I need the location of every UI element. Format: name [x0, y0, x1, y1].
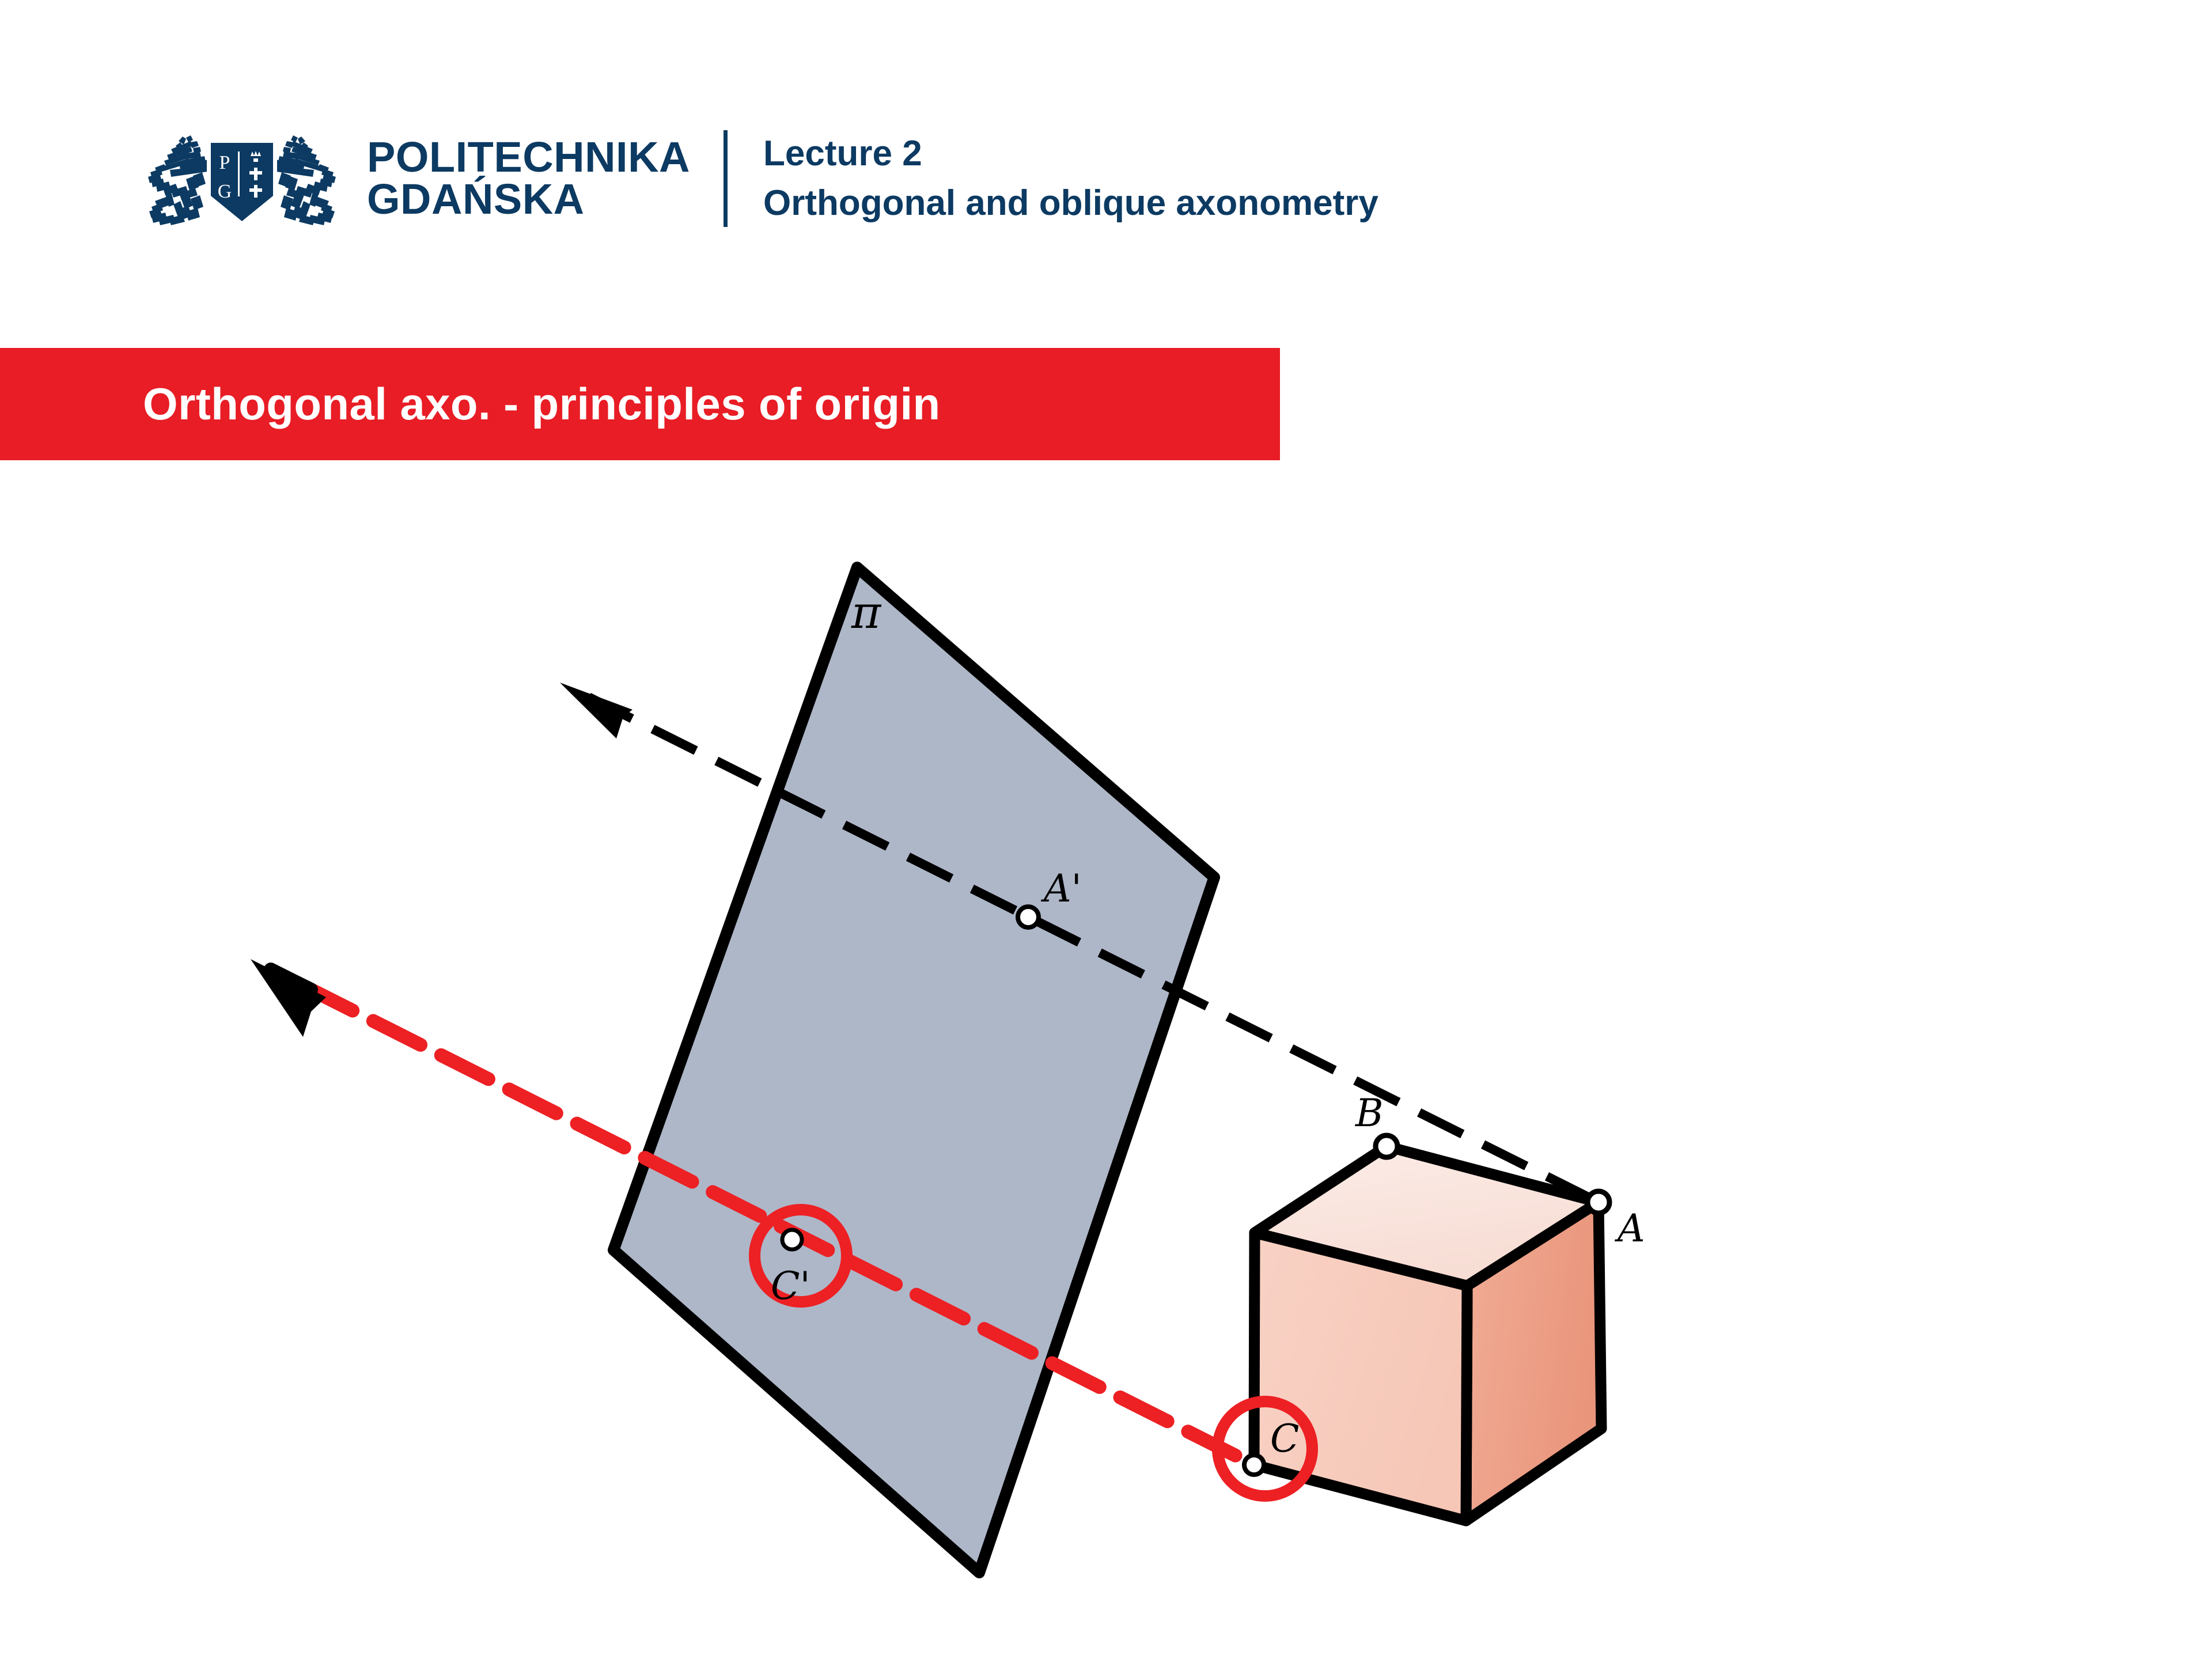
point-a	[1585, 1188, 1612, 1216]
ray-through-c-solid-tail	[264, 963, 318, 997]
slide-title: Orthogonal axo. - principles of origin	[143, 378, 941, 429]
slide-header: P G POLITECHNIKA GDAŃSKA Lecture 2 Ortho…	[0, 0, 2212, 288]
crest-lion-right-icon	[272, 135, 336, 225]
crest-letter-p: P	[219, 152, 230, 173]
ray-through-c-arrowhead-icon	[251, 959, 326, 1037]
crest-lion-left-icon	[148, 135, 211, 225]
ray-through-a-arrowhead-icon	[560, 683, 632, 738]
lecture-title: Orthogonal and oblique axonometry	[763, 183, 1378, 223]
label-c-prime: C'	[771, 1264, 810, 1308]
lecture-block: Lecture 2 Orthogonal and oblique axonome…	[763, 129, 1378, 228]
slide-title-banner: Orthogonal axo. - principles of origin	[0, 348, 1280, 460]
label-b: B	[1355, 1091, 1384, 1135]
point-c-prime	[780, 1228, 804, 1252]
ray-through-a-dashed	[586, 692, 1601, 1207]
lecture-number: Lecture 2	[763, 134, 922, 174]
crest-gdansk-emblem-icon	[249, 151, 262, 198]
cube-top-face	[1249, 1141, 1604, 1291]
crest-letter-g: G	[218, 181, 232, 202]
label-c: C	[1270, 1416, 1300, 1461]
label-a-prime: A'	[1040, 866, 1082, 911]
university-wordmark: POLITECHNIKA GDAŃSKA	[367, 133, 690, 223]
brand-lockup: P G POLITECHNIKA GDAŃSKA Lecture 2 Ortho…	[135, 124, 1378, 233]
point-a-prime	[1016, 904, 1041, 930]
highlight-ring-c-prime	[749, 1204, 853, 1308]
header-divider	[724, 130, 728, 227]
crest-vertical-bar	[238, 151, 240, 196]
plane-label-pi: π	[851, 587, 882, 639]
crest-shield-body	[211, 143, 273, 221]
university-crest-logo: P G	[148, 135, 336, 226]
label-a: A	[1614, 1206, 1645, 1251]
point-c	[1242, 1453, 1266, 1477]
university-name-line2: GDAŃSKA	[367, 175, 585, 223]
point-b	[1373, 1132, 1400, 1160]
highlight-ring-c	[1212, 1396, 1318, 1502]
university-name-line1: POLITECHNIKA	[367, 133, 690, 181]
projection-plane-pi	[608, 562, 1220, 1578]
ray-through-c-dashed	[298, 980, 1261, 1472]
